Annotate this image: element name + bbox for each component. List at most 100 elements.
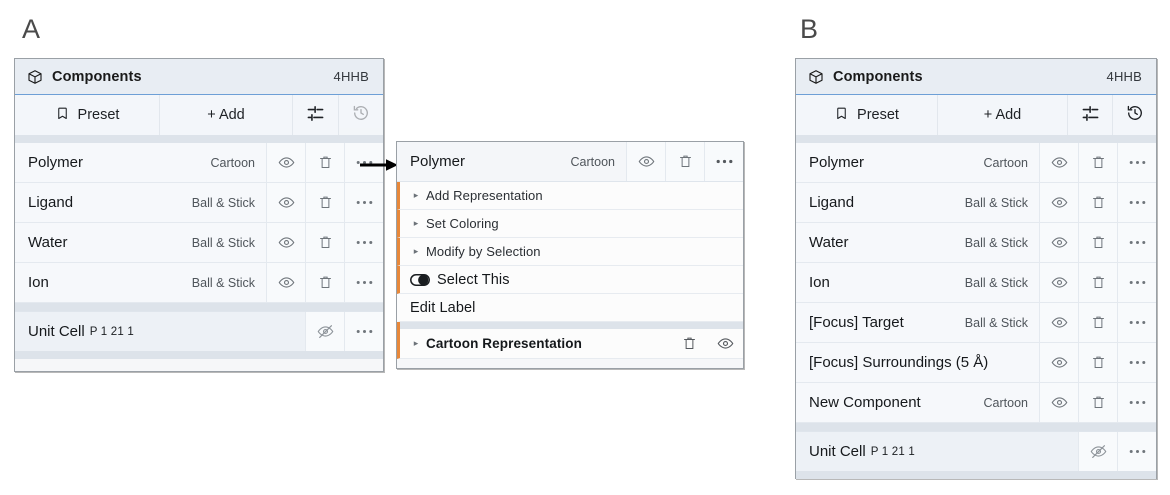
- delete-button[interactable]: [1078, 223, 1117, 262]
- menu-item-set-coloring[interactable]: ▸ Set Coloring: [397, 210, 743, 238]
- more-options-button[interactable]: [344, 312, 383, 351]
- visibility-toggle[interactable]: [1039, 303, 1078, 342]
- add-button[interactable]: + Add: [160, 95, 293, 135]
- component-name: [Focus] Surroundings (5 Å): [809, 354, 989, 371]
- unit-cell-row[interactable]: Unit Cell P 1 21 1: [15, 311, 383, 351]
- table-row[interactable]: [Focus] Target Ball & Stick: [796, 303, 1156, 343]
- visibility-toggle[interactable]: [266, 143, 305, 182]
- history-button[interactable]: [339, 95, 383, 135]
- representation-label: Cartoon: [983, 395, 1028, 410]
- more-options-button[interactable]: [1117, 143, 1156, 182]
- panel-b-toolbar: Preset + Add: [796, 95, 1156, 135]
- table-row[interactable]: Ion Ball & Stick: [796, 263, 1156, 303]
- delete-button[interactable]: [305, 263, 344, 302]
- more-options-button[interactable]: [1117, 183, 1156, 222]
- context-menu-header-row[interactable]: Polymer Cartoon: [397, 142, 743, 182]
- delete-button[interactable]: [1078, 303, 1117, 342]
- component-name: Ligand: [809, 194, 855, 211]
- page-title: Components: [833, 68, 923, 85]
- representation-label: [1028, 343, 1039, 382]
- cube-icon: [27, 69, 43, 85]
- delete-button[interactable]: [1078, 263, 1117, 302]
- component-name: Polymer: [809, 154, 865, 171]
- add-button[interactable]: + Add: [938, 95, 1068, 135]
- table-row[interactable]: New Component Cartoon: [796, 383, 1156, 423]
- delete-button[interactable]: [671, 336, 707, 351]
- page-title: Components: [52, 68, 142, 85]
- preset-button[interactable]: Preset: [796, 95, 938, 135]
- delete-button[interactable]: [305, 143, 344, 182]
- visibility-toggle[interactable]: [1039, 223, 1078, 262]
- component-name: Ion: [809, 274, 830, 291]
- sliders-icon: [1081, 104, 1100, 127]
- visibility-toggle[interactable]: [266, 263, 305, 302]
- visibility-toggle[interactable]: [1039, 343, 1078, 382]
- more-options-button[interactable]: [704, 142, 743, 181]
- unit-cell-symmetry: P 1 21 1: [89, 325, 134, 338]
- table-row[interactable]: Ion Ball & Stick: [15, 263, 383, 303]
- panel-a-footer: [15, 351, 383, 359]
- table-row[interactable]: Water Ball & Stick: [15, 223, 383, 263]
- chevron-right-icon: ▸: [413, 246, 419, 256]
- context-menu-separator: [397, 322, 743, 329]
- visibility-toggle-off[interactable]: [305, 312, 344, 351]
- table-row[interactable]: [Focus] Surroundings (5 Å): [796, 343, 1156, 383]
- delete-button[interactable]: [1078, 343, 1117, 382]
- more-options-button[interactable]: [1117, 343, 1156, 382]
- delete-button[interactable]: [665, 142, 704, 181]
- representation-label: Cartoon: [210, 155, 255, 170]
- more-options-button[interactable]: [1117, 223, 1156, 262]
- visibility-toggle-off[interactable]: [1078, 432, 1117, 471]
- settings-button[interactable]: [293, 95, 339, 135]
- more-options-button[interactable]: [344, 223, 383, 262]
- more-options-button[interactable]: [1117, 303, 1156, 342]
- visibility-toggle[interactable]: [1039, 143, 1078, 182]
- menu-item-modify-by-selection[interactable]: ▸ Modify by Selection: [397, 238, 743, 266]
- visibility-toggle[interactable]: [1039, 383, 1078, 422]
- table-row[interactable]: Water Ball & Stick: [796, 223, 1156, 263]
- representation-label: Ball & Stick: [191, 195, 255, 210]
- menu-item-edit-label[interactable]: Edit Label: [397, 294, 743, 322]
- representation-label: Ball & Stick: [964, 275, 1028, 290]
- delete-button[interactable]: [1078, 383, 1117, 422]
- preset-button[interactable]: Preset: [15, 95, 160, 135]
- add-button-label: + Add: [207, 107, 245, 123]
- visibility-toggle[interactable]: [626, 142, 665, 181]
- unit-cell-row[interactable]: Unit Cell P 1 21 1: [796, 431, 1156, 471]
- more-options-button[interactable]: [1117, 432, 1156, 471]
- table-row[interactable]: Ligand Ball & Stick: [15, 183, 383, 223]
- add-button-label: + Add: [983, 107, 1022, 123]
- visibility-toggle[interactable]: [1039, 183, 1078, 222]
- delete-button[interactable]: [1078, 183, 1117, 222]
- representation-label: Cartoon: [983, 155, 1028, 170]
- table-row[interactable]: Polymer Cartoon: [796, 143, 1156, 183]
- menu-item-add-representation[interactable]: ▸ Add Representation: [397, 182, 743, 210]
- component-name: [Focus] Target: [809, 314, 904, 331]
- visibility-toggle[interactable]: [707, 335, 743, 352]
- more-options-button[interactable]: [1117, 383, 1156, 422]
- more-options-button[interactable]: [344, 143, 383, 182]
- visibility-toggle[interactable]: [1039, 263, 1078, 302]
- history-button[interactable]: [1113, 95, 1156, 135]
- delete-button[interactable]: [1078, 143, 1117, 182]
- visibility-toggle[interactable]: [266, 183, 305, 222]
- menu-item-select-this[interactable]: Select This: [397, 266, 743, 294]
- more-options-button[interactable]: [1117, 263, 1156, 302]
- table-row[interactable]: Polymer Cartoon: [15, 143, 383, 183]
- more-options-button[interactable]: [344, 183, 383, 222]
- menu-item-label: Cartoon Representation: [426, 336, 582, 351]
- context-menu-items: ▸ Add Representation ▸ Set Coloring ▸ Mo…: [397, 182, 743, 322]
- panel-b-row-list: Polymer Cartoon Ligand Ball & Stick: [796, 143, 1156, 423]
- unit-cell-name: Unit Cell P 1 21 1: [15, 312, 305, 351]
- chevron-right-icon: ▸: [413, 218, 419, 228]
- visibility-toggle[interactable]: [266, 223, 305, 262]
- delete-button[interactable]: [305, 223, 344, 262]
- history-icon: [1126, 104, 1144, 126]
- preset-button-label: Preset: [857, 107, 899, 123]
- delete-button[interactable]: [305, 183, 344, 222]
- menu-item-cartoon-representation[interactable]: ▸ Cartoon Representation: [397, 329, 743, 359]
- table-row[interactable]: Ligand Ball & Stick: [796, 183, 1156, 223]
- more-options-button[interactable]: [344, 263, 383, 302]
- menu-item-label: Set Coloring: [426, 216, 499, 231]
- settings-button[interactable]: [1068, 95, 1113, 135]
